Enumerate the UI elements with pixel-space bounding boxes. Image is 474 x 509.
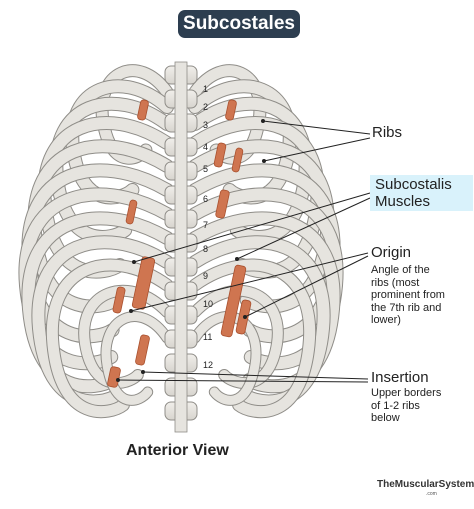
leader-line: [142, 371, 369, 380]
rib-number: 9: [203, 271, 208, 281]
rib: [189, 259, 316, 418]
rib-number: 8: [203, 244, 208, 254]
insertion-desc-line: Upper borders: [371, 387, 442, 399]
rib-number: 6: [203, 194, 208, 204]
ribs-label: Ribs: [372, 124, 403, 141]
subcostalis-muscle: [231, 147, 244, 173]
subcostalis-muscle: [135, 334, 150, 366]
rib-number: 12: [203, 360, 213, 370]
brand-logo-text: TheMuscularSystem: [377, 479, 474, 490]
rib: [22, 212, 173, 393]
spine: [164, 61, 198, 433]
brand-suffix: .com: [426, 491, 437, 497]
leader-dot: [261, 119, 265, 123]
leader-line: [236, 197, 371, 260]
rib: [189, 212, 340, 393]
rib: [190, 312, 261, 405]
leader-dot: [262, 159, 266, 163]
leader-dot: [243, 315, 247, 319]
rib-number: 11: [203, 332, 212, 342]
rib: [190, 285, 283, 388]
muscles-label-line2: Muscles: [375, 193, 431, 210]
leader-line: [262, 120, 371, 135]
insertion-label: Insertion: [371, 369, 429, 386]
view-label: Anterior View: [126, 442, 229, 459]
origin-desc-line: prominent from: [371, 289, 445, 301]
leader-dot: [235, 257, 239, 261]
rib: [46, 259, 173, 418]
rib-number: 10: [203, 299, 213, 309]
insertion-desc-line: of 1-2 ribs: [371, 399, 420, 412]
muscles-label-line1: Subcostalis: [375, 176, 452, 193]
subcostalis-muscle: [112, 286, 126, 314]
origin-desc-line: lower): [371, 314, 401, 326]
insertion-description: Upper borders of 1-2 ribs below: [371, 387, 471, 425]
rib-number: 3: [203, 120, 208, 130]
subcostalis-muscle: [220, 264, 247, 338]
ribs-layer: [18, 64, 344, 419]
diagram-title: Subcostales: [178, 10, 300, 38]
leader-dot: [116, 378, 120, 382]
rib-number: 5: [203, 164, 208, 174]
subcostalis-muscles: [107, 99, 252, 388]
subcostalis-muscle: [107, 366, 121, 388]
leader-dot: [132, 260, 136, 264]
origin-label: Origin: [371, 244, 412, 261]
origin-desc-line: ribs (most: [371, 276, 420, 289]
subcostalis-muscle: [137, 99, 149, 121]
leader-line: [133, 192, 371, 263]
origin-desc-line: the 7th rib and: [371, 301, 442, 314]
rib: [189, 236, 330, 408]
rib-number: 2: [203, 102, 208, 112]
subcostalis-muscle: [215, 189, 230, 219]
insertion-desc-line: below: [371, 412, 400, 424]
rib-number: 4: [203, 142, 208, 152]
subcostalis-muscle: [213, 142, 227, 168]
subcostalis-muscle: [225, 99, 237, 121]
leader-line: [130, 252, 369, 312]
leader-line: [263, 137, 371, 162]
origin-desc-line: Angle of the: [371, 264, 430, 276]
leader-dot: [129, 309, 133, 313]
rib-number: 7: [203, 220, 208, 230]
leader-lines: [116, 119, 371, 383]
rib: [101, 312, 172, 405]
rib-number: 1: [203, 84, 208, 94]
rib: [32, 236, 173, 408]
origin-description: Angle of the ribs (most prominent from t…: [371, 264, 471, 327]
rib: [79, 285, 172, 388]
muscles-label-highlight: [370, 175, 473, 211]
subcostalis-muscle: [125, 199, 138, 225]
leader-dot: [141, 370, 145, 374]
leader-line: [244, 255, 369, 318]
leader-line: [117, 379, 369, 383]
